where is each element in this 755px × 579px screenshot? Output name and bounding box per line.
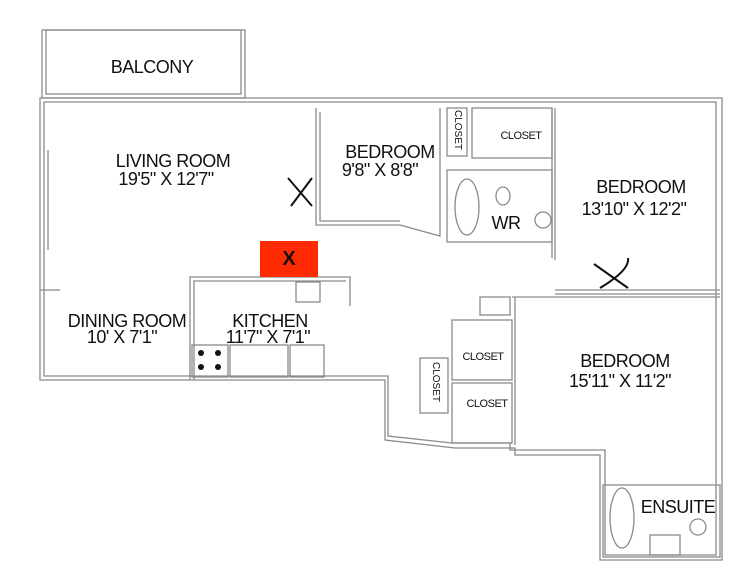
bedroom-master-label: BEDROOM [580, 351, 670, 371]
closet-label-3: CLOSET [462, 351, 504, 363]
kitchen-size: 11'7" X 7'1" [225, 327, 311, 347]
x-mark-living [287, 177, 313, 207]
ensuite-label: ENSUITE [640, 497, 716, 517]
living-room-size: 19'5" X 12'7" [118, 169, 214, 189]
wr-label: WR [491, 213, 522, 233]
balcony-label: BALCONY [110, 57, 194, 77]
stove-icon [191, 344, 229, 378]
bedroom-right-label: BEDROOM [596, 177, 686, 197]
closet-label-1: CLOSET [452, 110, 463, 151]
outer-wall [39, 97, 723, 561]
bedroom-master-size: 15'11" X 11'2" [568, 371, 672, 391]
bedroom-small-size: 9'8" X 8'8" [341, 160, 419, 180]
dining-room-size: 10' X 7'1" [86, 327, 158, 347]
dining-room-label: DINING ROOM [67, 311, 187, 331]
bedroom-small-label: BEDROOM [345, 142, 435, 162]
closet-label-5: CLOSET [430, 362, 441, 403]
x-mark-bedroom [593, 257, 630, 289]
closet-label-4: CLOSET [466, 398, 508, 410]
closet-label-2: CLOSET [500, 130, 542, 142]
living-room-label: LIVING ROOM [115, 151, 231, 171]
bedroom-right-size: 13'10" X 12'2" [581, 199, 687, 219]
kitchen-label: KITCHEN [232, 311, 308, 331]
red-x-marker: X [260, 241, 318, 277]
